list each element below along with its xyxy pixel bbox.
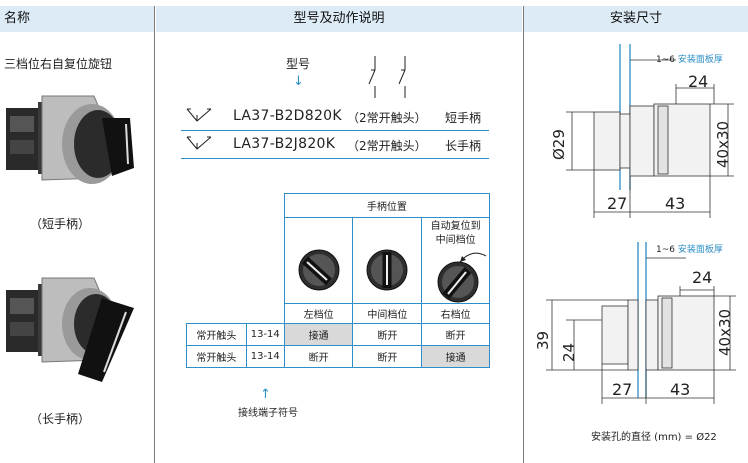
return-arrow-icon bbox=[459, 252, 487, 263]
terminal-note: 接线端子符号 bbox=[238, 408, 298, 419]
handle-position-title: 手柄位置 bbox=[283, 193, 491, 218]
state-cell: 断开 bbox=[352, 323, 423, 346]
column-divider-2 bbox=[523, 6, 524, 463]
state-cell: 断开 bbox=[421, 323, 490, 346]
model-contacts: （2常开触头） bbox=[347, 139, 427, 153]
model-row-1: LA37-B2D820K （2常开触头） 短手柄 bbox=[181, 104, 489, 131]
rotary-symbol-icon bbox=[186, 136, 212, 150]
top-dim-front: 27 bbox=[607, 194, 628, 213]
left-position-cell bbox=[283, 217, 354, 304]
panel-thickness-label: 安装面板厚 bbox=[677, 55, 723, 65]
header-model-desc: 型号及动作说明 bbox=[156, 6, 522, 32]
bottom-dim-39: 39 bbox=[534, 330, 552, 350]
long-handle-switch-image bbox=[6, 277, 134, 382]
column-divider-1 bbox=[154, 6, 155, 463]
header-name: 名称 bbox=[0, 6, 154, 32]
panel-thickness-label: 安装面板厚 bbox=[677, 245, 723, 255]
knob-right-icon bbox=[437, 261, 479, 303]
bottom-dim-h24: 24 bbox=[560, 342, 578, 362]
model-handle: 短手柄 bbox=[445, 111, 482, 125]
right-position-cell: 自动复位到 中间档位 bbox=[421, 217, 490, 304]
bottom-dimension-drawing bbox=[546, 242, 736, 404]
row-label: 常开触头 bbox=[186, 345, 247, 368]
state-cell: 断开 bbox=[283, 345, 354, 368]
model-label: 型号 bbox=[286, 57, 311, 71]
panel-thickness: 1~6 安装面板厚 bbox=[656, 52, 723, 65]
header-install-size: 安装尺寸 bbox=[524, 6, 748, 32]
handle-position-table: 手柄位置 自动复位到 中间档位 bbox=[186, 193, 491, 368]
model-row-2: LA37-B2J820K （2常开触头） 长手柄 bbox=[181, 132, 489, 159]
column-middle: 中间档位 bbox=[352, 303, 423, 324]
short-handle-label: （短手柄） bbox=[30, 217, 91, 231]
model-code: LA37-B2D820K bbox=[233, 108, 342, 124]
top-dim-24: 24 bbox=[688, 72, 709, 91]
product-name: 三档位右自复位旋钮 bbox=[4, 57, 113, 71]
state-cell: 接通 bbox=[283, 323, 354, 346]
model-handle: 长手柄 bbox=[445, 139, 482, 153]
panel-thickness-value: 1~6 bbox=[656, 55, 675, 65]
contact-symbol bbox=[368, 56, 406, 98]
long-handle-label: （长手柄） bbox=[30, 412, 91, 426]
column-right: 右档位 bbox=[421, 303, 490, 324]
column-left: 左档位 bbox=[283, 303, 354, 324]
bottom-dim-front: 27 bbox=[612, 380, 633, 399]
top-dim-back: 43 bbox=[665, 194, 686, 213]
top-dim-diameter: Ø29 bbox=[550, 129, 568, 160]
terminal-arrow: ↑ bbox=[260, 387, 271, 402]
model-code: LA37-B2J820K bbox=[233, 136, 336, 152]
top-dimension-drawing bbox=[566, 44, 734, 218]
state-cell: 接通 bbox=[421, 345, 490, 368]
knob-middle-icon bbox=[366, 249, 408, 291]
top-dim-square: 40x30 bbox=[714, 120, 732, 168]
panel-thickness-value: 1~6 bbox=[656, 245, 675, 255]
short-handle-switch-image bbox=[6, 95, 134, 184]
rotary-symbol-icon bbox=[186, 108, 212, 122]
model-arrow: ↓ bbox=[293, 74, 304, 89]
bottom-dim-square: 40x30 bbox=[716, 308, 734, 356]
panel-thickness-bottom: 1~6 安装面板厚 bbox=[656, 242, 723, 255]
bottom-dim-24: 24 bbox=[692, 268, 713, 287]
terminal-label: 13-14 bbox=[245, 345, 285, 368]
model-contacts: （2常开触头） bbox=[347, 111, 427, 125]
row-label: 常开触头 bbox=[186, 323, 247, 346]
middle-position-cell bbox=[352, 217, 423, 304]
knob-left-icon bbox=[298, 249, 340, 291]
auto-return-note: 自动复位到 中间档位 bbox=[430, 221, 481, 246]
hole-diameter-note: 安装孔的直径 (mm) = Ø22 bbox=[591, 432, 717, 443]
state-cell: 断开 bbox=[352, 345, 423, 368]
bottom-dim-back: 43 bbox=[670, 380, 691, 399]
terminal-label: 13-14 bbox=[245, 323, 285, 346]
